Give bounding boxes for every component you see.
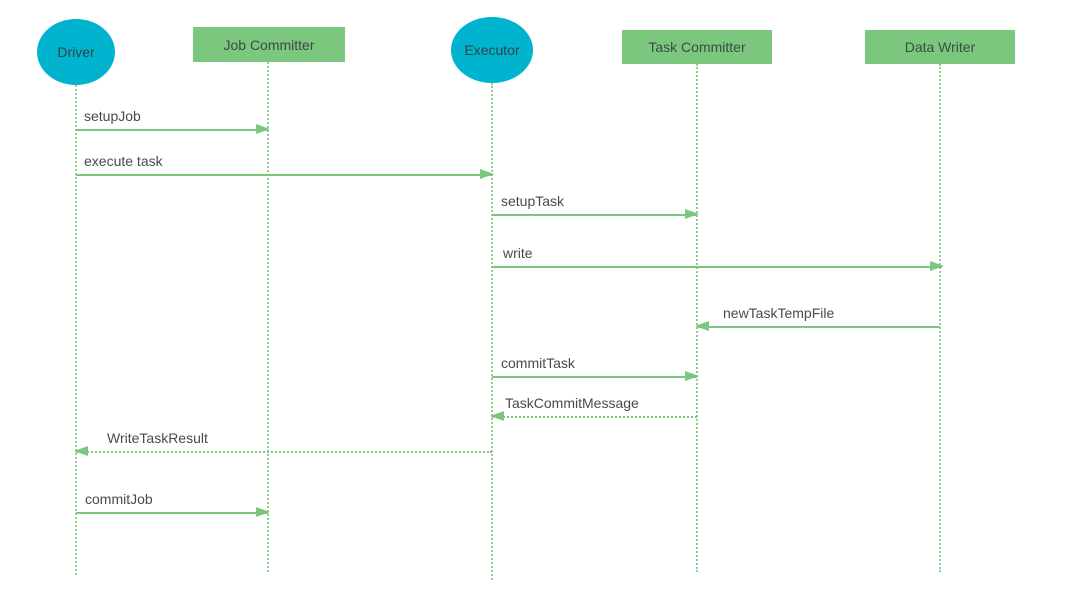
actor-executor: Executor — [451, 17, 533, 83]
arrowhead-right-icon — [256, 124, 270, 134]
arrowhead-right-icon — [256, 507, 270, 517]
arrowhead-right-icon — [685, 371, 699, 381]
arrowhead-left-icon — [490, 411, 504, 421]
actor-task-committer-label: Task Committer — [648, 39, 746, 55]
message-newTaskTempFile-line — [697, 326, 940, 328]
actor-data-writer: Data Writer — [865, 30, 1015, 64]
message-setupJob-line — [76, 129, 268, 131]
actor-driver: Driver — [37, 19, 115, 85]
actor-executor-label: Executor — [464, 42, 520, 58]
actor-driver-label: Driver — [57, 44, 95, 60]
message-commitJob-label: commitJob — [85, 491, 153, 507]
actor-task-committer: Task Committer — [622, 30, 772, 64]
message-setupTask-line — [492, 214, 697, 216]
message-setupTask-label: setupTask — [501, 193, 565, 209]
lifeline-task-committer — [696, 64, 698, 572]
message-execute-task-line — [76, 174, 492, 176]
message-write-label: write — [503, 245, 533, 261]
lifeline-driver — [75, 85, 77, 575]
message-commitTask-line — [492, 376, 697, 378]
message-setupJob-label: setupJob — [84, 108, 141, 124]
arrowhead-right-icon — [930, 261, 944, 271]
message-TaskCommitMessage-label: TaskCommitMessage — [505, 395, 639, 411]
message-TaskCommitMessage-line — [492, 416, 697, 418]
arrowhead-left-icon — [74, 446, 88, 456]
message-commitJob-line — [76, 512, 268, 514]
message-WriteTaskResult-label: WriteTaskResult — [107, 430, 208, 446]
message-newTaskTempFile-label: newTaskTempFile — [723, 305, 835, 321]
arrowhead-left-icon — [695, 321, 709, 331]
arrowhead-right-icon — [480, 169, 494, 179]
lifeline-data-writer — [939, 64, 941, 572]
arrowhead-right-icon — [685, 209, 699, 219]
message-execute-task-label: execute task — [84, 153, 163, 169]
actor-job-committer: Job Committer — [193, 27, 345, 62]
message-write-line — [492, 266, 942, 268]
message-commitTask-label: commitTask — [501, 355, 575, 371]
lifeline-job-committer — [267, 62, 269, 572]
message-WriteTaskResult-line — [76, 451, 492, 453]
actor-data-writer-label: Data Writer — [904, 39, 976, 55]
actor-job-committer-label: Job Committer — [223, 36, 315, 53]
lifeline-executor — [491, 83, 493, 580]
